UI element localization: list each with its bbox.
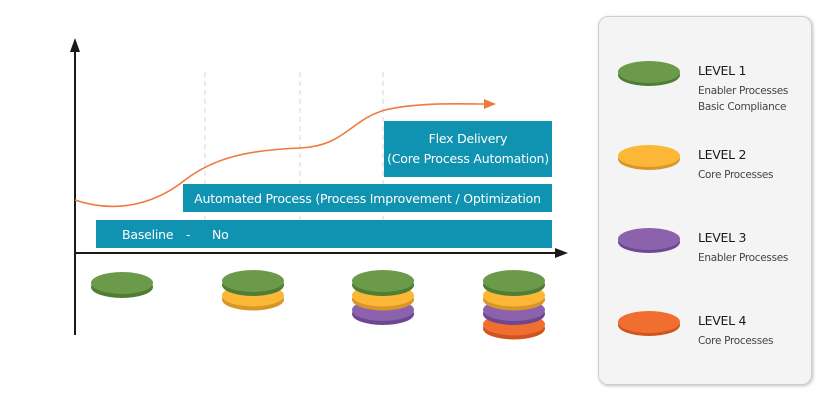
baseline-value: No <box>212 226 229 242</box>
orange-disc-icon <box>618 311 680 336</box>
stack-stage-1 <box>91 272 153 298</box>
growth-curve <box>74 99 496 208</box>
stack-stage-4 <box>483 270 545 340</box>
baseline-bar: Baseline - No <box>96 220 552 248</box>
flex-delivery-title: Flex Delivery <box>428 131 508 146</box>
legend-desc-line: Basic Compliance <box>698 101 787 113</box>
legend-desc: Core Processes <box>698 167 774 183</box>
flex-delivery-subtitle: (Core Process Automation) <box>387 151 549 166</box>
flex-delivery-bar: Flex Delivery (Core Process Automation) <box>384 121 552 177</box>
stack-stage-2 <box>222 270 284 311</box>
x-axis-arrow-icon <box>555 248 568 258</box>
green-disc-icon <box>483 270 545 296</box>
axes <box>70 38 568 335</box>
legend-title: LEVEL 3 <box>698 230 747 245</box>
automated-process-label: Automated Process (Process Improvement /… <box>194 190 541 206</box>
stack-stage-3 <box>352 270 414 325</box>
legend-desc-line: Core Processes <box>698 169 774 181</box>
green-disc-icon <box>618 61 680 86</box>
stage-dividers <box>204 72 384 254</box>
legend-desc: Enabler Processes <box>698 250 788 266</box>
baseline-separator: - <box>186 226 191 242</box>
baseline-label: Baseline <box>122 226 174 242</box>
legend-title: LEVEL 2 <box>698 147 747 162</box>
green-disc-icon <box>222 270 284 296</box>
legend-title: LEVEL 4 <box>698 313 747 328</box>
growth-curve-arrow-icon <box>484 99 496 109</box>
legend-desc-line: Enabler Processes <box>698 252 789 264</box>
legend-desc-line: Enabler Processes <box>698 85 789 97</box>
legend-panel: LEVEL 1 Enabler Processes Basic Complian… <box>598 16 812 385</box>
growth-curve-line <box>74 102 486 208</box>
y-axis-arrow-icon <box>70 38 80 52</box>
automated-process-bar: Automated Process (Process Improvement /… <box>183 184 552 212</box>
legend-desc-line: Core Processes <box>698 335 774 347</box>
yellow-disc-icon <box>618 145 680 170</box>
legend-desc: Core Processes <box>698 333 774 349</box>
green-disc-icon <box>352 270 414 296</box>
green-disc-icon <box>91 272 153 298</box>
stage-stacks <box>91 270 545 340</box>
purple-disc-icon <box>618 228 680 253</box>
legend-title: LEVEL 1 <box>698 63 747 78</box>
legend-desc: Enabler Processes Basic Compliance <box>698 83 788 115</box>
